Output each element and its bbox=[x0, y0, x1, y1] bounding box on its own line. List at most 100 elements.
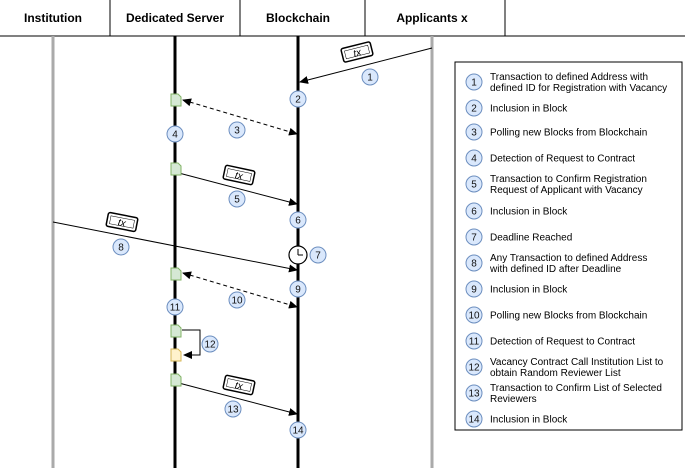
legend-step-text: Inclusion in Block bbox=[490, 285, 568, 296]
legend-step-circle bbox=[465, 410, 483, 428]
legend-step-circle bbox=[465, 254, 483, 272]
svg-text:12: 12 bbox=[204, 340, 216, 351]
legend-step-text: Transaction to Confirm List of Selected bbox=[490, 383, 662, 394]
svg-text:7: 7 bbox=[315, 251, 321, 262]
step-circle-13: 13 bbox=[224, 400, 242, 418]
svg-text:5: 5 bbox=[234, 195, 240, 206]
legend-step-number: 13 bbox=[468, 389, 480, 400]
svg-text:14: 14 bbox=[292, 426, 304, 437]
clock-icon bbox=[288, 245, 308, 265]
svg-text:6: 6 bbox=[295, 216, 301, 227]
legend-item: 7 Deadline Reached bbox=[465, 228, 572, 246]
svg-text:3: 3 bbox=[234, 126, 240, 137]
legend-step-text: Any Transaction to defined Address bbox=[490, 253, 647, 264]
legend-step-number: 10 bbox=[468, 311, 480, 322]
legend-step-number: 5 bbox=[471, 180, 477, 191]
legend-step-text: Request of Applicant with Vacancy bbox=[490, 185, 643, 196]
svg-text:tx: tx bbox=[234, 170, 245, 183]
legend-step-number: 11 bbox=[469, 337, 480, 348]
step-circle-1: 1 bbox=[361, 68, 379, 86]
step-circle-10: 10 bbox=[228, 291, 246, 309]
svg-text:tx: tx bbox=[352, 47, 363, 60]
legend-step-circle bbox=[465, 384, 483, 402]
legend-step-number: 12 bbox=[468, 363, 480, 374]
legend-step-circle bbox=[465, 99, 483, 117]
legend-item: 3 Polling new Blocks from Blockchain bbox=[465, 123, 647, 141]
legend-step-circle bbox=[465, 358, 483, 376]
step-circle-7: 7 bbox=[309, 246, 327, 264]
legend-item: 9 Inclusion in Block bbox=[465, 280, 568, 298]
svg-text:10: 10 bbox=[231, 296, 243, 307]
svg-text:4: 4 bbox=[172, 130, 178, 141]
legend-step-text: Inclusion in Block bbox=[490, 207, 568, 218]
svg-text:tx: tx bbox=[117, 217, 128, 229]
svg-text:13: 13 bbox=[227, 405, 239, 416]
legend-panel bbox=[454, 61, 683, 431]
tx-label: tx bbox=[222, 164, 256, 186]
document-icon bbox=[170, 324, 182, 338]
legend-step-number: 9 bbox=[471, 285, 477, 296]
lane-header-blockchain: Blockchain bbox=[266, 11, 330, 25]
document-icon bbox=[170, 373, 182, 387]
lane-header-applicants: Applicants x bbox=[396, 11, 468, 25]
legend-step-number: 6 bbox=[471, 207, 477, 218]
legend-item: 10 Polling new Blocks from Blockchain bbox=[465, 306, 647, 324]
document-icon bbox=[170, 162, 182, 176]
legend-step-text: Detection of Request to Contract bbox=[490, 337, 635, 348]
legend-item: 6 Inclusion in Block bbox=[465, 202, 568, 220]
svg-text:11: 11 bbox=[170, 303, 181, 314]
step-circle-8: 8 bbox=[112, 238, 130, 256]
step-circle-5: 5 bbox=[228, 190, 246, 208]
message-5-arrow bbox=[174, 171, 298, 206]
step-circle-12: 12 bbox=[201, 335, 219, 353]
legend-step-text: Detection of Request to Contract bbox=[490, 154, 635, 165]
legend-step-circle bbox=[465, 73, 483, 91]
message-8-arrow bbox=[52, 221, 298, 273]
legend-step-circle bbox=[465, 228, 483, 246]
legend-step-circle bbox=[465, 123, 483, 141]
svg-text:8: 8 bbox=[118, 243, 124, 254]
legend-item: 11 Detection of Request to Contract bbox=[465, 332, 635, 350]
legend-step-text: Inclusion in Block bbox=[490, 104, 568, 115]
legend-step-circle bbox=[465, 175, 483, 193]
legend-step-text: Polling new Blocks from Blockchain bbox=[490, 311, 647, 322]
legend-step-number: 7 bbox=[471, 233, 477, 244]
lane-header-server: Dedicated Server bbox=[126, 11, 224, 25]
legend-step-circle bbox=[465, 306, 483, 324]
svg-text:9: 9 bbox=[295, 285, 301, 296]
legend-step-number: 3 bbox=[471, 128, 477, 139]
legend-step-text: with defined ID after Deadline bbox=[489, 264, 622, 275]
document-icon bbox=[170, 93, 182, 107]
legend-item: 13 Transaction to Confirm List of Selecte… bbox=[465, 383, 662, 405]
legend-step-text: obtain Random Reviewer List bbox=[490, 368, 621, 379]
document-icon bbox=[170, 267, 182, 281]
legend-step-number: 14 bbox=[468, 415, 480, 426]
legend-step-circle bbox=[465, 332, 483, 350]
message-10-polling-arrow bbox=[182, 271, 298, 309]
message-13-arrow bbox=[174, 381, 298, 416]
tx-label: tx bbox=[340, 41, 374, 63]
step-circle-11: 11 bbox=[166, 298, 184, 316]
legend-step-text: defined ID for Registration with Vacancy bbox=[490, 83, 667, 94]
legend-step-circle bbox=[465, 149, 483, 167]
step-circle-2: 2 bbox=[289, 90, 307, 108]
tx-label: tx bbox=[105, 211, 139, 233]
legend-step-number: 1 bbox=[471, 78, 477, 89]
document-icon-yellow bbox=[170, 348, 182, 362]
message-1-arrow bbox=[299, 47, 433, 84]
legend-step-text: Reviewers bbox=[490, 394, 537, 405]
message-3-polling-arrow bbox=[182, 98, 298, 136]
legend-step-text: Polling new Blocks from Blockchain bbox=[490, 128, 647, 139]
lane-header-institution: Institution bbox=[24, 11, 82, 25]
step-circle-3: 3 bbox=[228, 121, 246, 139]
step-circle-6: 6 bbox=[289, 211, 307, 229]
legend-step-text: Deadline Reached bbox=[490, 233, 572, 244]
